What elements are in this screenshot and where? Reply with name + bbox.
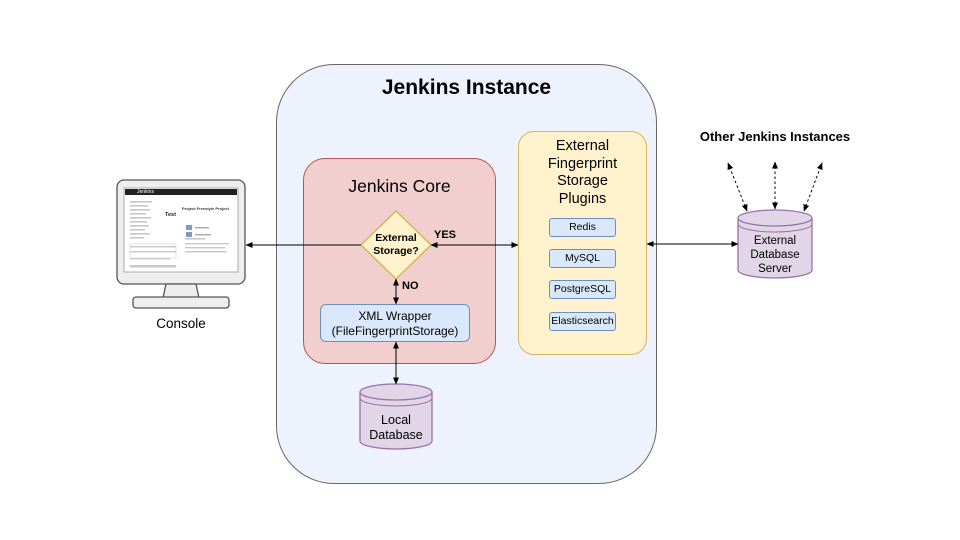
- dashed-arrow-left: [727, 162, 748, 212]
- plugins-title-line: External: [555, 138, 610, 154]
- plugins-title-line: Storage: [557, 173, 608, 189]
- external-database-line1: External: [753, 235, 797, 247]
- local-database-cylinder: [359, 383, 433, 450]
- local-database-line2: Database: [369, 428, 423, 442]
- console-monitor: [116, 179, 246, 309]
- plugin-mysql: MySQL: [549, 249, 616, 268]
- other-instances-label: Other Jenkins Instances: [699, 129, 851, 144]
- console-screen-project-title: Project Freestyle Project: [182, 206, 229, 211]
- external-database-line2: Database: [750, 249, 800, 261]
- local-database-line1: Local: [381, 413, 411, 427]
- external-database-cylinder: [737, 209, 813, 279]
- jenkins-core-title: Jenkins Core: [348, 176, 451, 196]
- decision-line1: External: [375, 232, 417, 244]
- xml-wrapper-line1: XML Wrapper: [358, 309, 432, 323]
- plugin-postgresql: PostgreSQL: [549, 280, 616, 299]
- xml-wrapper-box: XML Wrapper (FileFingerprintStorage): [320, 304, 470, 342]
- plugin-redis: Redis: [549, 218, 616, 237]
- yes-label: YES: [434, 229, 457, 241]
- plugins-container: External Fingerprint Storage Plugins Red…: [518, 131, 647, 355]
- decision-line2: Storage?: [373, 244, 419, 257]
- local-database-label: Local Database: [360, 413, 432, 443]
- external-database-line3: Server: [758, 263, 792, 275]
- external-database-label: External Database Server: [733, 234, 817, 276]
- no-label: NO: [402, 280, 419, 292]
- plugins-title: External Fingerprint Storage Plugins: [519, 138, 646, 208]
- plugins-title-line: Fingerprint: [547, 155, 618, 172]
- plugins-title-line: Plugins: [558, 190, 607, 207]
- console-label: Console: [156, 316, 206, 331]
- plugin-elasticsearch: Elasticsearch: [549, 312, 616, 331]
- console-screen-app-name: Jenkins: [137, 189, 154, 195]
- xml-wrapper-line2: (FileFingerprintStorage): [331, 323, 459, 338]
- jenkins-instance-title: Jenkins Instance: [381, 76, 552, 99]
- decision-label: External Storage?: [361, 232, 431, 257]
- dashed-arrow-right: [803, 162, 823, 212]
- console-screen-text-label: Test: [165, 212, 176, 218]
